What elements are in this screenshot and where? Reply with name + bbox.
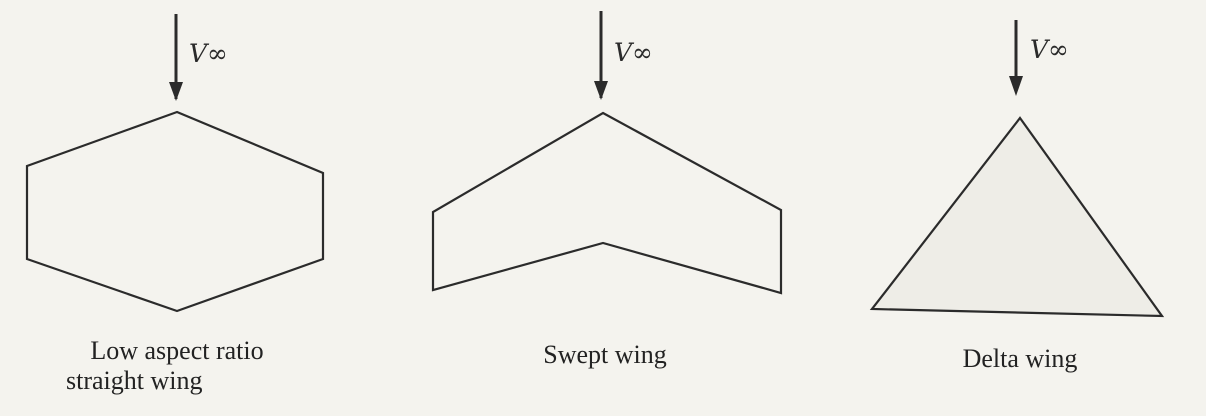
caption-swept-wing-line-1: Swept wing	[543, 340, 667, 369]
swept-wing-planform	[431, 111, 783, 295]
caption-delta-wing: Delta wing	[930, 344, 1110, 374]
arrowhead-1	[169, 82, 183, 101]
caption-straight-wing: Low aspect ratio straight wing	[52, 336, 302, 396]
caption-straight-wing-line-1: Low aspect ratio	[90, 336, 264, 365]
caption-delta-wing-line-1: Delta wing	[962, 344, 1078, 373]
freestream-velocity-label-2: V∞	[614, 38, 653, 67]
freestream-velocity-label-1: V∞	[189, 39, 228, 68]
freestream-velocity-label-3: V∞	[1030, 35, 1069, 64]
caption-swept-wing: Swept wing	[505, 340, 705, 370]
caption-straight-wing-line-2: straight wing	[66, 366, 203, 395]
arrowhead-3	[1009, 76, 1023, 96]
delta-wing-planform	[869, 116, 1165, 318]
arrowhead-2	[594, 81, 608, 100]
hexagon-planform	[25, 110, 325, 313]
